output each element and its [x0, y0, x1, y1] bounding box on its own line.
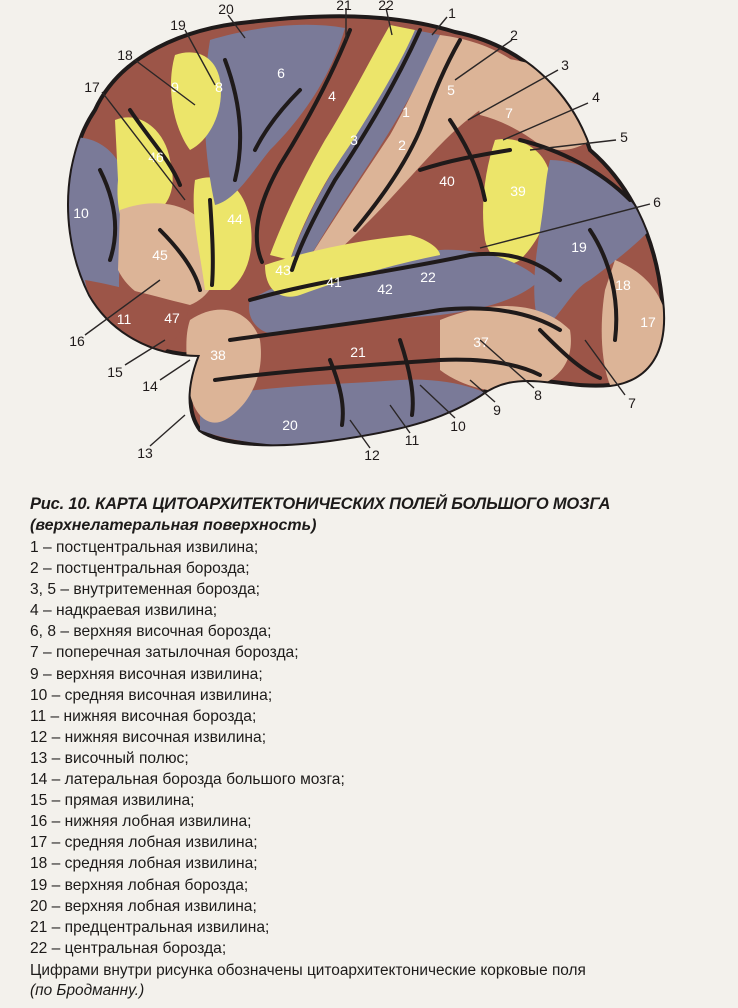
field-label: 7 [505, 105, 513, 121]
legend-item: 19 – верхняя лобная борозда; [30, 875, 730, 896]
field-label: 17 [640, 314, 656, 330]
legend-item: 15 – прямая извилина; [30, 790, 730, 811]
legend-item: 1 – постцентральная извилина; [30, 537, 730, 558]
legend-item: 2 – постцентральная борозда; [30, 558, 730, 579]
legend-item: 14 – латеральная борозда большого мозга; [30, 769, 730, 790]
pointer-number: 4 [592, 89, 600, 105]
pointer-number: 12 [364, 447, 380, 463]
caption-footer-note: (по Бродманну.) [30, 981, 730, 1001]
field-label: 37 [473, 334, 489, 350]
legend-item: 20 – верхняя лобная извилина; [30, 896, 730, 917]
legend-item: 18 – средняя лобная извилина; [30, 853, 730, 874]
field-label: 2 [398, 137, 406, 153]
legend-item: 12 – нижняя височная извилина; [30, 727, 730, 748]
field-label: 44 [227, 211, 243, 227]
legend-item: 4 – надкраевая извилина; [30, 600, 730, 621]
pointer-number: 5 [620, 129, 628, 145]
pointer-number: 11 [405, 432, 420, 448]
field-label: 10 [73, 205, 89, 221]
field-label: 40 [439, 173, 455, 189]
pointer-number: 7 [628, 395, 636, 411]
field-label: 39 [510, 183, 526, 199]
legend-item: 7 – поперечная затылочная борозда; [30, 642, 730, 663]
pointer-number: 20 [218, 1, 234, 17]
field-label: 1 [402, 104, 410, 120]
pointer-number: 1 [448, 5, 456, 21]
brain-map-figure: 1 2 3 4 5 6 7 8 9 10 11 17 18 19 20 21 2… [0, 0, 738, 490]
pointer-number: 3 [561, 57, 569, 73]
legend-item: 13 – височный полюс; [30, 748, 730, 769]
legend-item: 16 – нижняя лобная извилина; [30, 811, 730, 832]
legend-item: 11 – нижняя височная борозда; [30, 706, 730, 727]
field-label: 19 [571, 239, 587, 255]
figure-caption: Рис. 10. КАРТА ЦИТОАРХИТЕКТОНИЧЕСКИХ ПОЛ… [30, 494, 730, 1001]
pointer-number: 21 [336, 0, 352, 13]
field-label: 38 [210, 347, 226, 363]
field-label: 45 [152, 247, 168, 263]
field-label: 18 [615, 277, 631, 293]
brain-map-illustration: 1 2 3 4 5 6 7 8 9 10 11 17 18 19 20 21 2… [0, 0, 738, 490]
legend-item: 3, 5 – внутритеменная борозда; [30, 579, 730, 600]
pointer-number: 16 [69, 333, 85, 349]
pointer-number: 6 [653, 194, 661, 210]
pointer-number: 15 [107, 364, 123, 380]
field-label: 4 [328, 88, 336, 104]
field-label: 5 [447, 82, 455, 98]
pointer-number: 18 [117, 47, 133, 63]
field-label: 8 [215, 79, 223, 95]
pointer-number: 22 [378, 0, 394, 13]
pointer-number: 10 [450, 418, 466, 434]
legend-item: 6, 8 – верхняя височная борозда; [30, 621, 730, 642]
legend-item: 17 – средняя лобная извилина; [30, 832, 730, 853]
pointer-number: 2 [510, 27, 518, 43]
field-label: 3 [350, 132, 358, 148]
field-label: 21 [350, 344, 366, 360]
field-label: 11 [117, 311, 132, 327]
pointer-number: 13 [137, 445, 153, 461]
pointer-number: 17 [84, 79, 100, 95]
field-label: 22 [420, 269, 436, 285]
pointer-number: 9 [493, 402, 501, 418]
pointer-number: 14 [142, 378, 158, 394]
field-label: 20 [282, 417, 298, 433]
legend-item: 22 – центральная борозда; [30, 938, 730, 959]
pointer-number: 8 [534, 387, 542, 403]
field-label: 6 [277, 65, 285, 81]
legend-item: 10 – средняя височная извилина; [30, 685, 730, 706]
caption-title: Рис. 10. КАРТА ЦИТОАРХИТЕКТОНИЧЕСКИХ ПОЛ… [30, 494, 730, 515]
field-37-region [440, 306, 571, 391]
pointer-number: 19 [170, 17, 186, 33]
field-label: 41 [326, 274, 342, 290]
caption-subtitle: (верхнелатеральная поверхность) [30, 515, 730, 536]
legend-item: 9 – верхняя височная извилина; [30, 664, 730, 685]
caption-footer: Цифрами внутри рисунка обозначены цитоар… [30, 960, 730, 981]
legend-list: 1 – постцентральная извилина; 2 – постце… [30, 537, 730, 959]
legend-item: 21 – предцентральная извилина; [30, 917, 730, 938]
field-label: 47 [164, 310, 180, 326]
field-label: 43 [275, 262, 291, 278]
field-label: 42 [377, 281, 393, 297]
